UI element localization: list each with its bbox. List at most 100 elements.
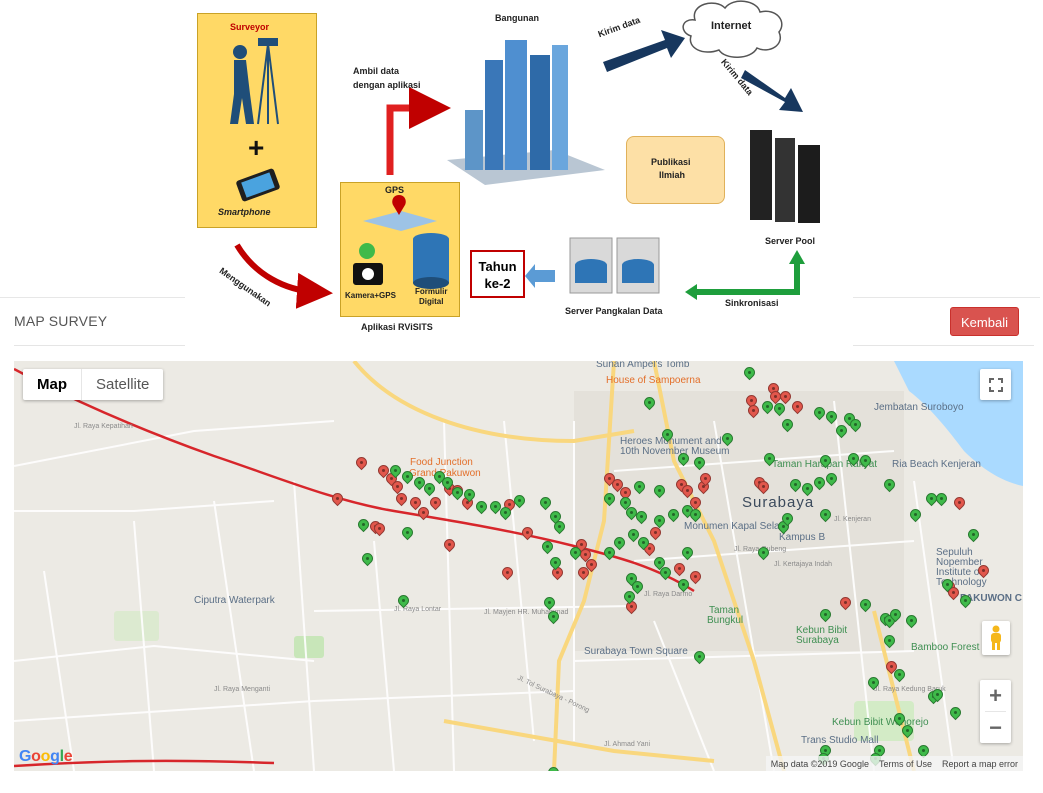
survey-marker-red[interactable] xyxy=(954,497,965,514)
survey-marker-green[interactable] xyxy=(624,591,635,608)
survey-marker-green[interactable] xyxy=(402,527,413,544)
fullscreen-button[interactable] xyxy=(980,369,1011,400)
survey-marker-red[interactable] xyxy=(650,527,661,544)
survey-marker-green[interactable] xyxy=(398,595,409,612)
survey-marker-green[interactable] xyxy=(632,581,643,598)
survey-marker-green[interactable] xyxy=(848,453,859,470)
survey-marker-green[interactable] xyxy=(464,489,475,506)
survey-marker-red[interactable] xyxy=(418,507,429,524)
survey-marker-green[interactable] xyxy=(402,471,413,488)
survey-marker-green[interactable] xyxy=(820,509,831,526)
survey-marker-green[interactable] xyxy=(890,609,901,626)
survey-marker-green[interactable] xyxy=(782,419,793,436)
survey-marker-green[interactable] xyxy=(644,397,655,414)
survey-marker-green[interactable] xyxy=(960,595,971,612)
survey-marker-green[interactable] xyxy=(362,553,373,570)
survey-marker-green[interactable] xyxy=(694,457,705,474)
survey-marker-red[interactable] xyxy=(332,493,343,510)
survey-marker-green[interactable] xyxy=(414,477,425,494)
survey-marker-green[interactable] xyxy=(548,611,559,628)
survey-marker-green[interactable] xyxy=(390,465,401,482)
survey-marker-green[interactable] xyxy=(782,513,793,530)
survey-marker-red[interactable] xyxy=(674,563,685,580)
survey-marker-red[interactable] xyxy=(770,391,781,408)
survey-marker-red[interactable] xyxy=(758,481,769,498)
survey-marker-red[interactable] xyxy=(586,559,597,576)
survey-marker-green[interactable] xyxy=(614,537,625,554)
survey-marker-red[interactable] xyxy=(522,527,533,544)
map-type-map-button[interactable]: Map xyxy=(37,376,67,393)
survey-marker-green[interactable] xyxy=(554,521,565,538)
survey-marker-red[interactable] xyxy=(578,567,589,584)
map-type-satellite-button[interactable]: Satellite xyxy=(81,369,163,400)
survey-marker-red[interactable] xyxy=(504,499,515,516)
survey-marker-red[interactable] xyxy=(690,497,701,514)
survey-marker-red[interactable] xyxy=(356,457,367,474)
survey-marker-green[interactable] xyxy=(936,493,947,510)
survey-marker-green[interactable] xyxy=(826,473,837,490)
survey-marker-red[interactable] xyxy=(748,405,759,422)
survey-marker-red[interactable] xyxy=(700,473,711,490)
survey-marker-green[interactable] xyxy=(544,597,555,614)
back-button[interactable]: Kembali xyxy=(950,307,1019,336)
terms-link[interactable]: Terms of Use xyxy=(878,758,932,769)
survey-marker-green[interactable] xyxy=(918,745,929,762)
survey-marker-green[interactable] xyxy=(762,401,773,418)
survey-marker-red[interactable] xyxy=(396,493,407,510)
survey-marker-green[interactable] xyxy=(814,407,825,424)
survey-marker-red[interactable] xyxy=(948,587,959,604)
survey-marker-green[interactable] xyxy=(452,487,463,504)
survey-marker-green[interactable] xyxy=(628,529,639,546)
street-view-pegman-button[interactable] xyxy=(982,621,1010,655)
survey-marker-green[interactable] xyxy=(790,479,801,496)
survey-marker-red[interactable] xyxy=(576,539,587,556)
survey-marker-green[interactable] xyxy=(604,547,615,564)
survey-marker-green[interactable] xyxy=(634,481,645,498)
zoom-in-button[interactable]: + xyxy=(989,682,1002,708)
survey-marker-green[interactable] xyxy=(682,547,693,564)
survey-marker-green[interactable] xyxy=(722,433,733,450)
survey-marker-green[interactable] xyxy=(620,497,631,514)
survey-marker-green[interactable] xyxy=(942,579,953,596)
survey-marker-green[interactable] xyxy=(654,515,665,532)
survey-marker-green[interactable] xyxy=(820,455,831,472)
survey-marker-green[interactable] xyxy=(902,725,913,742)
survey-marker-green[interactable] xyxy=(926,493,937,510)
report-error-link[interactable]: Report a map error xyxy=(941,758,1018,769)
survey-marker-green[interactable] xyxy=(662,429,673,446)
survey-marker-red[interactable] xyxy=(746,395,757,412)
survey-marker-green[interactable] xyxy=(678,579,689,596)
survey-marker-green[interactable] xyxy=(802,483,813,500)
survey-marker-green[interactable] xyxy=(654,557,665,574)
google-map[interactable]: Sunan Ampel's Tomb House of Sampoerna Je… xyxy=(14,361,1023,771)
survey-marker-red[interactable] xyxy=(886,661,897,678)
survey-marker-green[interactable] xyxy=(826,411,837,428)
survey-marker-green[interactable] xyxy=(678,453,689,470)
survey-marker-green[interactable] xyxy=(860,599,871,616)
survey-marker-green[interactable] xyxy=(894,713,905,730)
survey-marker-red[interactable] xyxy=(690,571,701,588)
survey-marker-red[interactable] xyxy=(840,597,851,614)
survey-marker-red[interactable] xyxy=(378,465,389,482)
survey-marker-red[interactable] xyxy=(620,487,631,504)
survey-marker-green[interactable] xyxy=(668,509,679,526)
survey-marker-green[interactable] xyxy=(884,635,895,652)
survey-marker-red[interactable] xyxy=(444,539,455,556)
survey-marker-red[interactable] xyxy=(644,543,655,560)
survey-marker-green[interactable] xyxy=(774,403,785,420)
survey-marker-green[interactable] xyxy=(442,477,453,494)
survey-marker-green[interactable] xyxy=(694,651,705,668)
survey-marker-green[interactable] xyxy=(820,745,831,762)
survey-marker-green[interactable] xyxy=(500,507,511,524)
survey-marker-red[interactable] xyxy=(612,479,623,496)
survey-marker-green[interactable] xyxy=(874,745,885,762)
survey-marker-green[interactable] xyxy=(548,767,559,771)
survey-marker-green[interactable] xyxy=(950,707,961,724)
survey-marker-green[interactable] xyxy=(542,541,553,558)
survey-marker-green[interactable] xyxy=(626,573,637,590)
survey-marker-green[interactable] xyxy=(850,419,861,436)
survey-marker-red[interactable] xyxy=(392,481,403,498)
survey-marker-green[interactable] xyxy=(540,497,551,514)
survey-marker-red[interactable] xyxy=(792,401,803,418)
survey-marker-green[interactable] xyxy=(758,547,769,564)
